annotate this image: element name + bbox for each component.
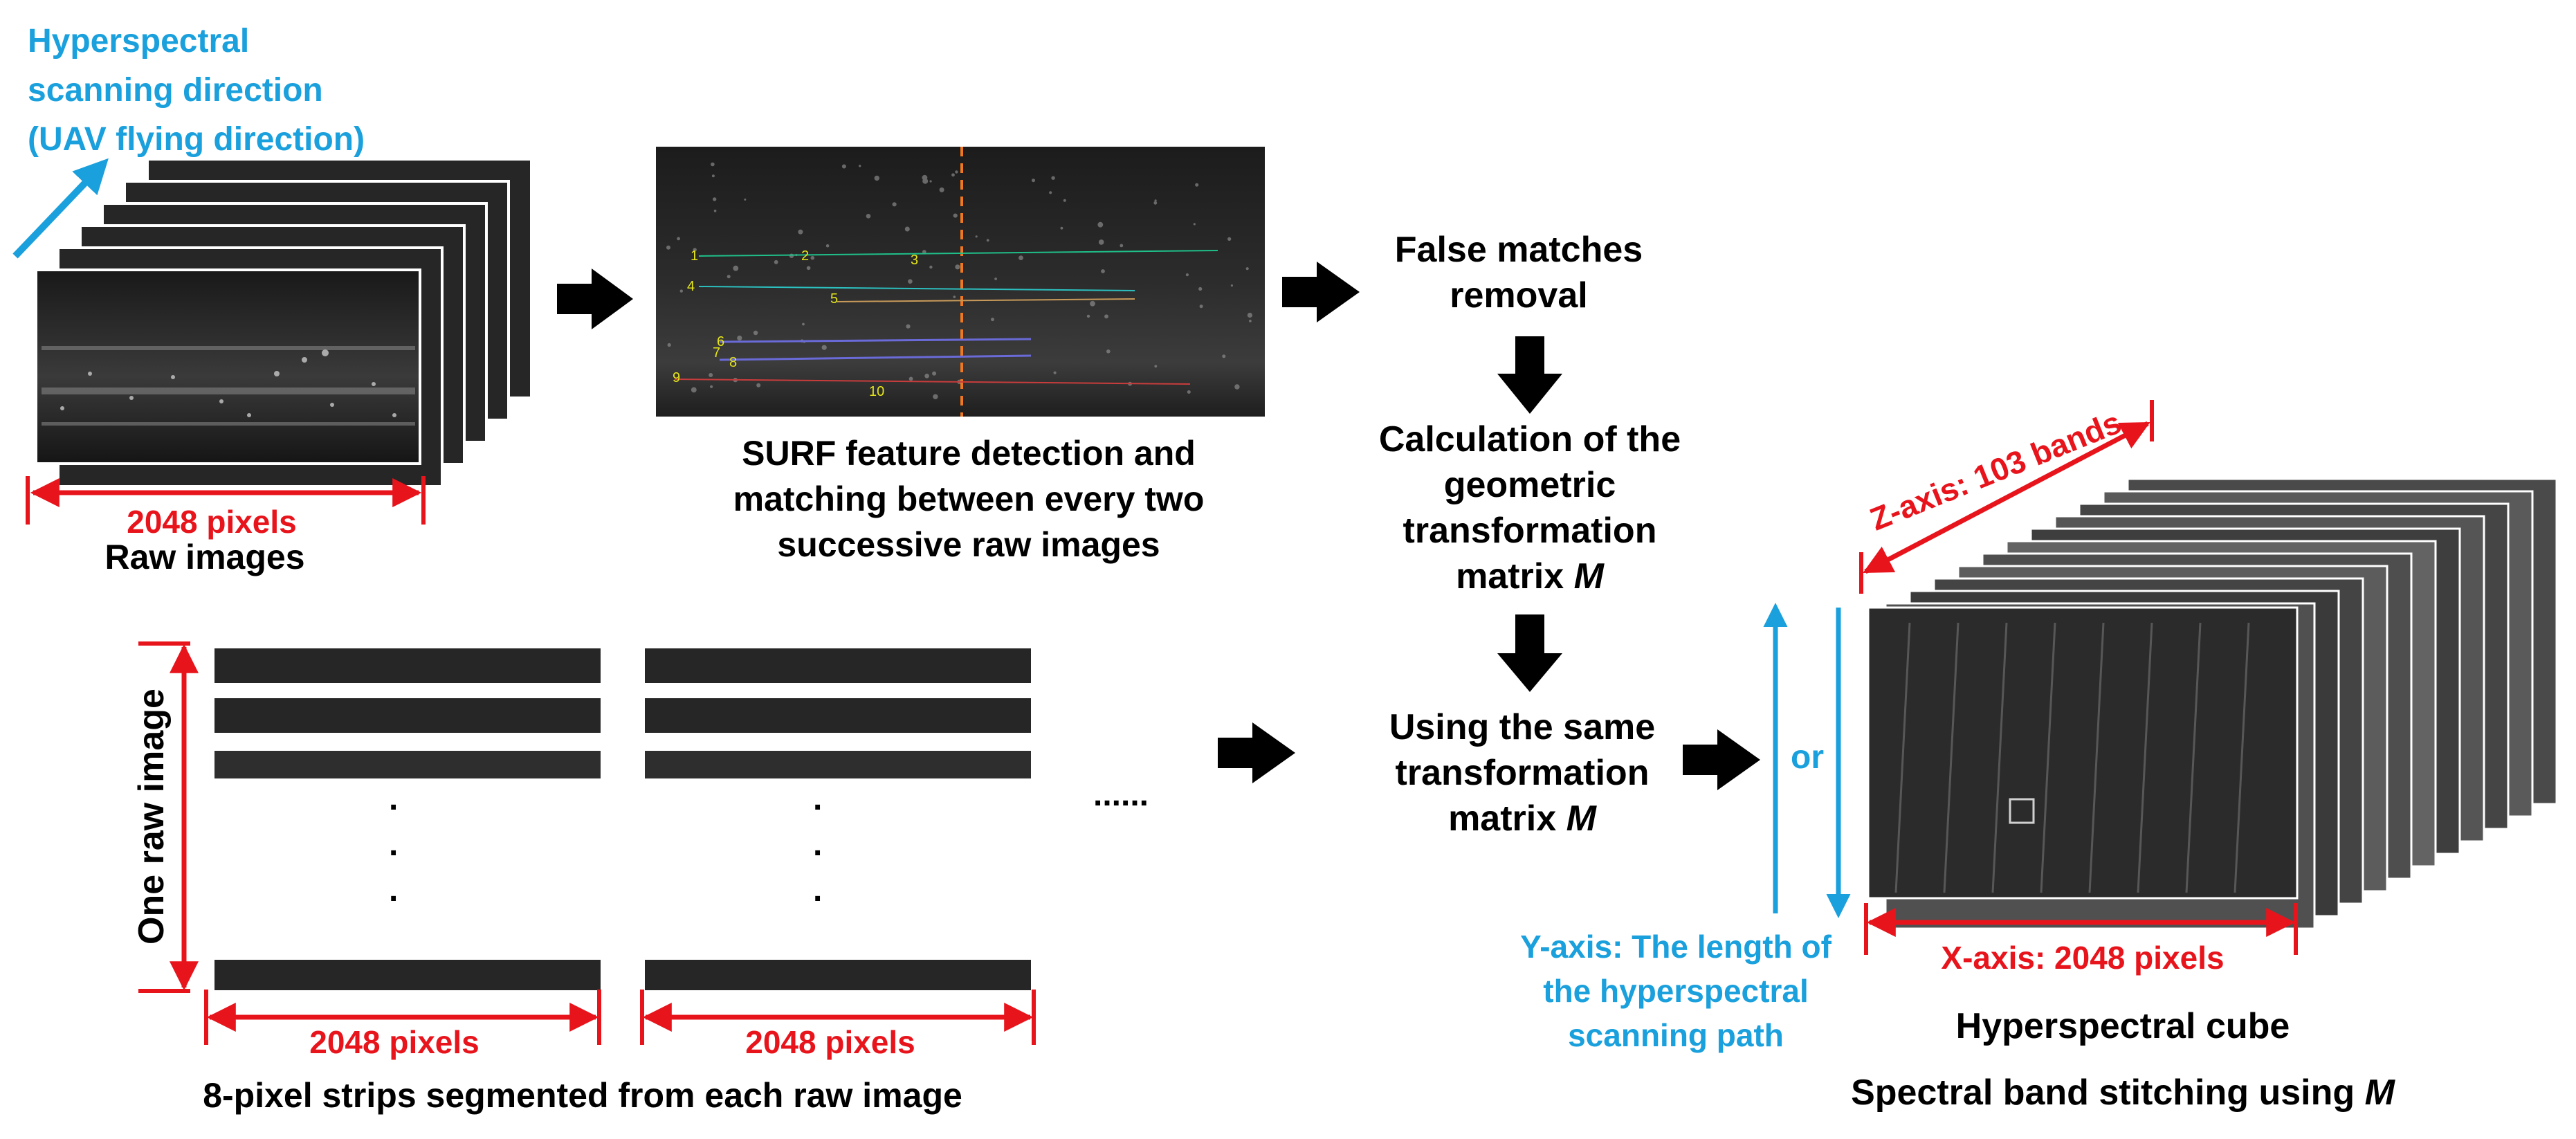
raw-width-label: 2048 pixels (127, 504, 297, 540)
surf-caption-3: successive raw images (777, 525, 1160, 564)
strip-gap-dot: . (813, 872, 822, 909)
arrow-surf-to-removal (1282, 262, 1360, 322)
cube-front-band (1867, 606, 2299, 900)
strips-caption: 8-pixel strips segmented from each raw i… (203, 1076, 962, 1115)
calc-line-2: geometric (1444, 465, 1616, 505)
strip (214, 751, 601, 778)
strip-gap-dot: . (813, 826, 822, 863)
false-matches-2: removal (1450, 275, 1587, 316)
svg-text:8: 8 (729, 355, 737, 370)
hyperspectral-cube: or Z-axis: 103 bands (1520, 400, 2558, 1113)
strips-panel: One raw image . . . 2048 pixels . . . (131, 641, 1149, 1115)
scan-direction-arrow (12, 158, 109, 259)
x-axis-label: X-axis: 2048 pixels (1941, 940, 2224, 976)
strip-gap-dot: . (389, 826, 398, 863)
or-label: or (1791, 739, 1824, 776)
calc-line-3: transformation (1403, 511, 1657, 551)
strip-width-label-1: 2048 pixels (309, 1024, 479, 1060)
cube-caption: Hyperspectral cube (1956, 1006, 2290, 1046)
arrow-down-2 (1497, 614, 1562, 692)
strips-ellipsis: ...... (1093, 776, 1149, 813)
surf-caption-1: SURF feature detection and (742, 434, 1196, 473)
strip (645, 960, 1031, 990)
arrow-transform-to-cube (1683, 729, 1760, 790)
y-axis-label-2: the hyperspectral (1543, 973, 1808, 1009)
strip (214, 960, 601, 990)
surf-match-ids: 1 2 3 4 5 6 7 8 9 10 (673, 248, 918, 399)
arrow-down-1 (1497, 336, 1562, 414)
arrow-raw-to-surf (557, 268, 633, 329)
calc-line-4: matrix M (1456, 556, 1605, 596)
strip-gap-dot: . (389, 781, 398, 817)
strip-width-label-2: 2048 pixels (745, 1024, 915, 1060)
same-line-3: matrix M (1448, 799, 1598, 839)
scanning-direction: Hyperspectral scanning direction (UAV fl… (12, 23, 365, 259)
scan-direction-label-3: (UAV flying direction) (28, 121, 365, 158)
same-line-1: Using the same (1389, 707, 1655, 747)
raw-image-stack: 2048 pixels Raw images (26, 158, 533, 576)
calc-line-1: Calculation of the (1379, 419, 1681, 459)
strip (645, 751, 1031, 778)
one-raw-image-label: One raw image (131, 689, 172, 945)
strip-column-2: . . . 2048 pixels (640, 648, 1036, 1060)
strip (214, 698, 601, 733)
svg-text:6: 6 (717, 334, 724, 349)
svg-text:5: 5 (830, 291, 838, 307)
cube-subcaption: Spectral band stitching using M (1851, 1073, 2396, 1113)
surf-caption-2: matching between every two (733, 480, 1205, 518)
raw-image-front (35, 268, 421, 465)
y-axis-label-3: scanning path (1568, 1017, 1784, 1053)
arrow-strips-to-transform (1218, 722, 1295, 783)
y-axis-label-1: Y-axis: The length of (1520, 929, 1832, 965)
strip (214, 648, 601, 683)
raw-images-caption: Raw images (104, 538, 304, 576)
band-layers (1867, 477, 2558, 930)
svg-text:7: 7 (713, 345, 720, 361)
strip-column-1: . . . 2048 pixels (204, 648, 601, 1060)
same-line-2: transformation (1396, 753, 1650, 793)
strip (645, 698, 1031, 733)
strip-gap-dot: . (389, 872, 398, 909)
strip-gap-dot: . (813, 781, 822, 817)
strip (645, 648, 1031, 683)
scan-direction-label-2: scanning direction (28, 72, 323, 109)
svg-text:3: 3 (911, 253, 918, 268)
false-matches-1: False matches (1395, 230, 1643, 270)
scan-direction-label-1: Hyperspectral (28, 23, 249, 60)
svg-text:10: 10 (869, 384, 884, 399)
svg-text:2: 2 (801, 248, 809, 264)
processing-flow: False matches removal Calculation of the… (1379, 230, 1681, 839)
svg-text:4: 4 (687, 279, 695, 294)
svg-text:1: 1 (691, 248, 698, 264)
surf-panel: 1 2 3 4 5 6 7 8 9 10 SURF feature detect… (656, 147, 1265, 564)
z-axis-arrow (1863, 421, 2150, 574)
svg-text:9: 9 (673, 370, 680, 385)
